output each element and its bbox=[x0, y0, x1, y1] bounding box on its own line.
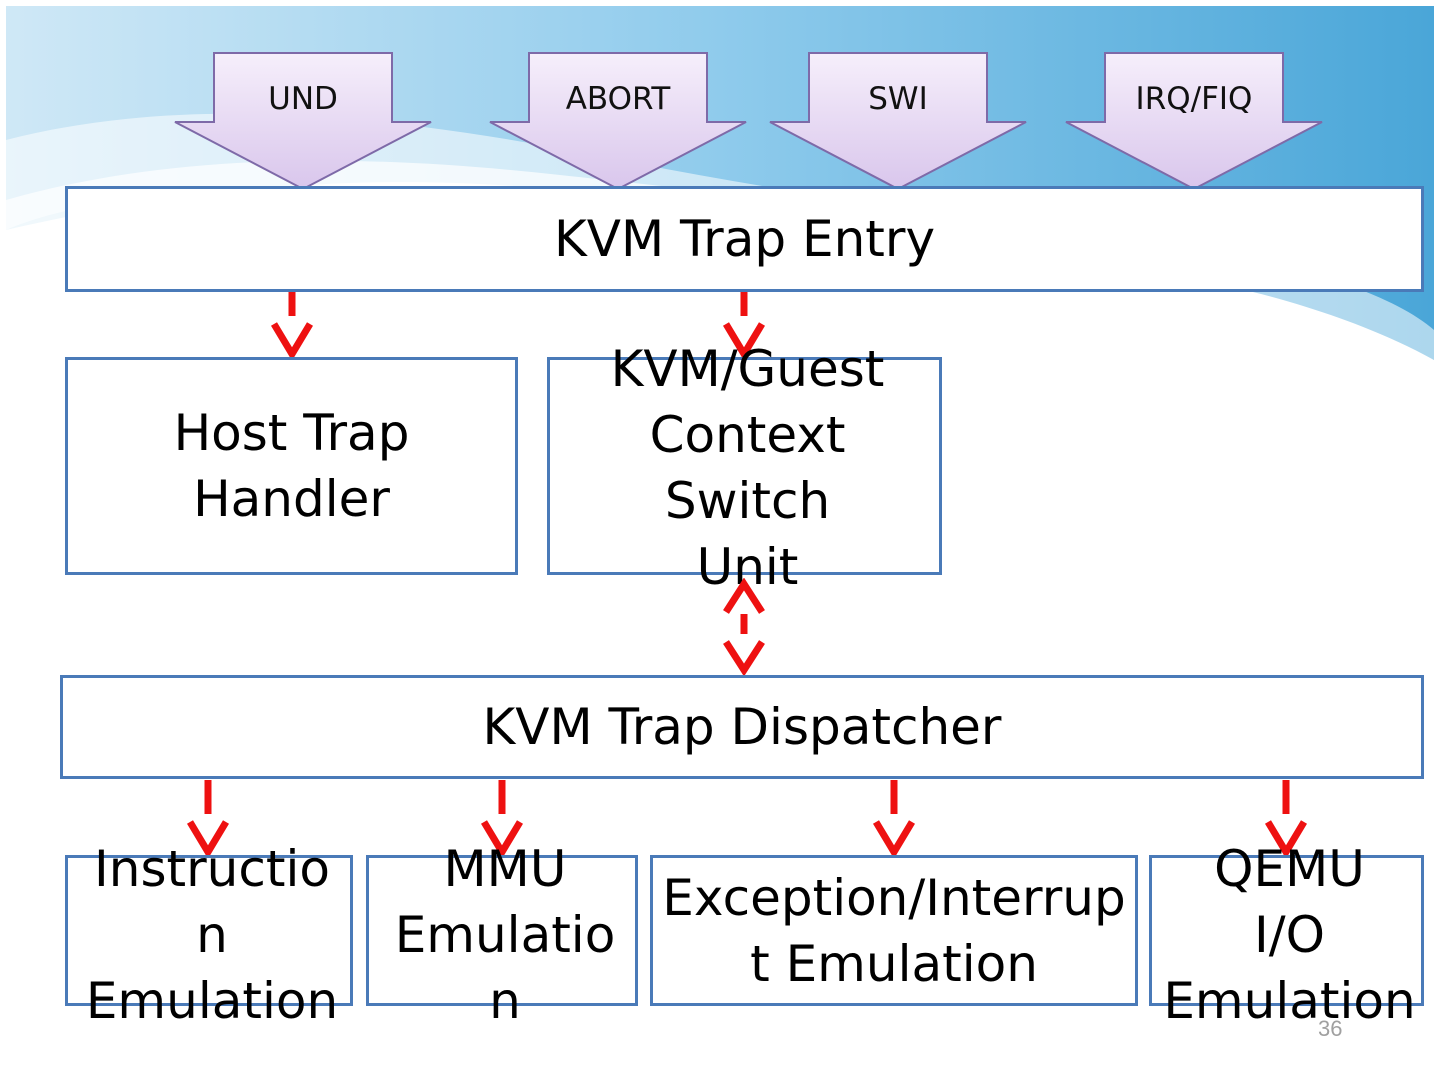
trap-label: ABORT bbox=[565, 81, 671, 117]
down-arrow-icon bbox=[174, 52, 432, 190]
trap-arrow-und: UND bbox=[174, 52, 432, 190]
instruction-emulation-label: Instructio n Emulation bbox=[85, 840, 339, 1030]
dashed-down-arrow-icon bbox=[864, 780, 924, 856]
trap-label: IRQ/FIQ bbox=[1135, 81, 1253, 117]
dashed-down-arrow-icon bbox=[472, 780, 532, 856]
down-arrow-icon bbox=[489, 52, 747, 190]
trap-label: SWI bbox=[868, 81, 928, 117]
mmu-emulation-label: MMU Emulatio n bbox=[394, 840, 616, 1030]
instruction-emulation-box: Instructio n Emulation bbox=[65, 840, 353, 1030]
bidirectional-arrow-icon bbox=[714, 578, 774, 676]
host-trap-handler-box: Host Trap Handler bbox=[65, 357, 518, 575]
kvm-trap-entry-box: KVM Trap Entry bbox=[65, 186, 1424, 292]
page-number: 36 bbox=[1318, 1016, 1343, 1041]
qemu-io-emulation-label: QEMU I/O Emulation bbox=[1163, 840, 1416, 1030]
exception-interrupt-emulation-box: Exception/Interrup t Emulation bbox=[650, 855, 1138, 1006]
host-trap-handler-label: Host Trap Handler bbox=[173, 404, 410, 528]
dashed-down-arrow-icon bbox=[1256, 780, 1316, 856]
dashed-down-arrow-icon bbox=[262, 292, 322, 358]
trap-arrow-abort: ABORT bbox=[489, 52, 747, 190]
context-switch-label: KVM/Guest Context Switch Unit bbox=[610, 340, 885, 596]
qemu-io-emulation-box: QEMU I/O Emulation bbox=[1149, 840, 1424, 1030]
down-arrow-icon bbox=[769, 52, 1027, 190]
exception-interrupt-emulation-label: Exception/Interrup t Emulation bbox=[662, 868, 1126, 993]
context-switch-box: KVM/Guest Context Switch Unit bbox=[547, 340, 942, 596]
kvm-trap-dispatcher-label: KVM Trap Dispatcher bbox=[482, 698, 1002, 756]
dashed-down-arrow-icon bbox=[178, 780, 238, 856]
down-arrow-icon bbox=[1065, 52, 1323, 190]
kvm-trap-dispatcher-box: KVM Trap Dispatcher bbox=[60, 675, 1424, 779]
kvm-trap-entry-label: KVM Trap Entry bbox=[553, 210, 936, 268]
dashed-down-arrow-icon bbox=[714, 292, 774, 358]
trap-arrow-swi: SWI bbox=[769, 52, 1027, 190]
trap-arrow-irq-fiq: IRQ/FIQ bbox=[1065, 52, 1323, 190]
trap-label: UND bbox=[268, 81, 338, 117]
mmu-emulation-box: MMU Emulatio n bbox=[366, 840, 638, 1030]
